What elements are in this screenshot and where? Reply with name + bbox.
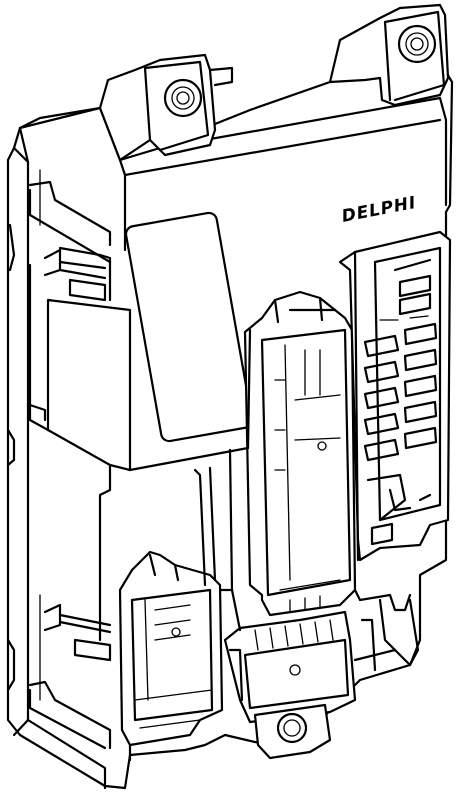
left-mid-panel xyxy=(6,263,132,692)
fuse-block xyxy=(338,230,452,562)
center-connector xyxy=(243,290,357,617)
side-clip-upper xyxy=(8,180,112,302)
lower-left-connector xyxy=(118,550,224,762)
label-panel xyxy=(124,211,254,443)
right-lower-side xyxy=(353,588,420,672)
lower-center-connector xyxy=(223,610,357,724)
side-clip-lower xyxy=(28,603,112,750)
mounting-tab-bottom xyxy=(253,703,332,760)
front-struts xyxy=(128,328,252,632)
mounting-tab-right xyxy=(328,3,450,107)
mounting-tab-left xyxy=(98,53,234,162)
